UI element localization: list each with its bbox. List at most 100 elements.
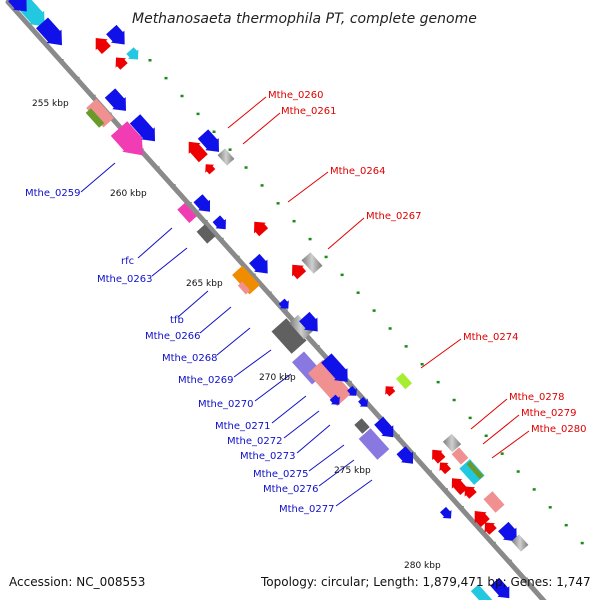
gene-arrow	[451, 447, 469, 465]
accession-text: Accession: NC_008553	[9, 575, 145, 589]
gene-arrow	[347, 385, 357, 396]
leader-line	[137, 227, 173, 259]
tick-mark	[532, 488, 536, 491]
gene-features	[8, 0, 529, 600]
gene-arrow	[396, 372, 412, 390]
gene-arrow	[115, 57, 128, 70]
tick-mark	[324, 255, 328, 259]
gene-label-mthe-0279[interactable]: Mthe_0279	[521, 408, 577, 419]
gene-arrow	[86, 98, 114, 128]
tick-mark	[388, 327, 392, 330]
tick-mark	[260, 184, 264, 187]
tick-mark	[212, 130, 216, 134]
gene-label-mthe-0264[interactable]: Mthe_0264	[330, 166, 386, 177]
gene-arrow	[396, 446, 413, 464]
gene-arrow	[432, 449, 446, 464]
tick-mark	[468, 416, 472, 420]
tick-mark	[356, 291, 360, 294]
leader-line	[216, 327, 251, 356]
gene-label-mthe-0276[interactable]: Mthe_0276	[263, 484, 319, 495]
gene-arrow	[232, 265, 260, 295]
gene-label-mthe-0273[interactable]: Mthe_0273	[240, 451, 296, 462]
gene-arrow	[126, 47, 139, 60]
gene-arrow	[188, 141, 208, 163]
leader-line	[470, 398, 508, 430]
gene-arrow	[484, 522, 497, 535]
gene-arrow	[106, 24, 125, 45]
leader-line	[482, 414, 520, 445]
gene-arrow	[483, 491, 505, 513]
gene-label-mthe-0268[interactable]: Mthe_0268	[162, 353, 218, 364]
gene-label-tfb[interactable]: tfb	[170, 315, 184, 326]
gene-arrow	[95, 38, 111, 54]
gene-arrow	[439, 462, 451, 475]
gene-label-mthe-0274[interactable]: Mthe_0274	[463, 332, 519, 343]
leader-line	[283, 410, 320, 439]
gene-label-mthe-0272[interactable]: Mthe_0272	[227, 436, 283, 447]
gene-arrow	[511, 534, 529, 552]
label-layer: Methanosaeta thermophila PT, complete ge…	[9, 11, 591, 589]
leader-line	[151, 247, 188, 277]
gene-arrow	[329, 394, 340, 405]
gene-arrow	[464, 486, 477, 499]
gene-label-mthe-0269[interactable]: Mthe_0269	[178, 375, 234, 386]
gene-label-mthe-0260[interactable]: Mthe_0260	[268, 90, 324, 101]
tick-mark	[308, 237, 312, 241]
leader-line	[335, 479, 373, 507]
gene-arrow	[217, 148, 235, 166]
leader-line	[491, 430, 530, 459]
leader-line	[177, 290, 209, 318]
leader-line	[327, 217, 365, 250]
gene-arrow	[474, 511, 490, 527]
gene-arrow	[292, 264, 307, 280]
gene-arrow	[177, 203, 197, 223]
gene-arrow	[249, 253, 268, 274]
tick-mark	[484, 434, 488, 438]
map-title: Methanosaeta thermophila PT, complete ge…	[132, 11, 477, 27]
gene-label-mthe-0280[interactable]: Mthe_0280	[531, 424, 587, 435]
gene-arrow	[354, 418, 370, 434]
gene-arrow	[466, 460, 484, 480]
tick-mark	[228, 148, 232, 151]
gene-label-mthe-0263[interactable]: Mthe_0263	[97, 274, 153, 285]
leader-line	[242, 112, 281, 145]
gene-arrow	[129, 114, 155, 142]
tick-mark	[580, 541, 584, 545]
gene-label-mthe-0278[interactable]: Mthe_0278	[509, 392, 565, 403]
tick-mark	[372, 309, 376, 312]
gene-arrow	[440, 506, 452, 519]
gene-label-mthe-0266[interactable]: Mthe_0266	[145, 331, 201, 342]
leader-line	[199, 306, 232, 334]
gene-arrow	[498, 521, 517, 542]
gene-label-mthe-0275[interactable]: Mthe_0275	[253, 469, 309, 480]
gene-arrow	[470, 584, 493, 600]
ruler-label-255kbp: 255 kbp	[32, 99, 69, 109]
gene-label-mthe-0271[interactable]: Mthe_0271	[215, 421, 271, 432]
gene-arrow	[205, 164, 216, 175]
tick-mark	[340, 273, 344, 277]
gene-arrow	[271, 318, 307, 354]
gene-arrow	[374, 416, 394, 438]
gene-arrow	[459, 459, 485, 485]
gene-label-mthe-0261[interactable]: Mthe_0261	[281, 106, 337, 117]
gene-arrow	[385, 386, 396, 397]
tick-mark	[404, 345, 408, 348]
tick-mark	[548, 506, 552, 509]
gene-label-rfc[interactable]: rfc	[121, 256, 134, 267]
leader-line	[227, 96, 267, 129]
gene-arrow	[307, 359, 353, 407]
tick-mark	[148, 59, 152, 62]
gene-arrow	[451, 478, 468, 495]
gene-label-mthe-0259[interactable]: Mthe_0259	[25, 188, 81, 199]
gene-label-mthe-0270[interactable]: Mthe_0270	[198, 399, 254, 410]
gene-arrow	[110, 121, 143, 156]
tick-mark	[196, 112, 200, 116]
gene-label-mthe-0277[interactable]: Mthe_0277	[279, 504, 335, 515]
leader-line	[287, 171, 329, 203]
tick-mark	[564, 523, 568, 527]
tick-mark	[244, 166, 248, 169]
leader-line	[271, 395, 307, 424]
gene-label-mthe-0267[interactable]: Mthe_0267	[366, 211, 422, 222]
